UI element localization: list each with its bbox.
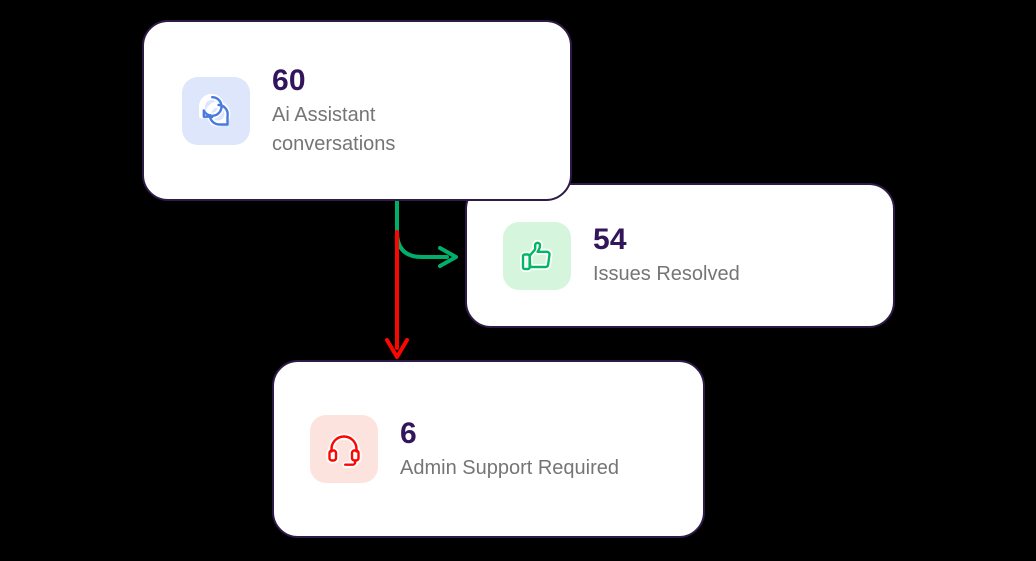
stat-label: Issues Resolved <box>593 263 740 286</box>
stat-label: Ai Assistant conversations <box>272 104 396 155</box>
stat-value: 6 <box>400 416 417 450</box>
headset-icon <box>326 433 362 468</box>
chat-bubbles-icon <box>198 93 231 127</box>
stat-value: 54 <box>593 223 627 257</box>
thumbs-up-icon-tile <box>503 221 571 290</box>
arrowhead-down-icon <box>385 338 409 359</box>
connector-escalation-flow <box>385 230 409 359</box>
stat-value: 60 <box>272 64 306 98</box>
connector-resolved-flow <box>395 197 458 268</box>
stat-card-ai-assistant-conversations[interactable]: 60 Ai Assistant conversations <box>142 20 572 201</box>
stat-label: Admin Support Required <box>400 456 620 479</box>
headset-icon-tile <box>310 415 378 483</box>
card-text-block: 6 Admin Support Required <box>400 416 619 482</box>
chat-bubbles-icon-tile <box>182 76 250 145</box>
stat-card-admin-support-required[interactable]: 6 Admin Support Required <box>272 360 705 538</box>
card-text-block: 54 Issues Resolved <box>593 222 740 288</box>
card-text-block: 60 Ai Assistant conversations <box>272 63 472 158</box>
stat-card-issues-resolved[interactable]: 54 Issues Resolved <box>465 183 895 328</box>
thumbs-up-icon <box>520 239 553 272</box>
arrowhead-right-icon <box>438 246 458 268</box>
